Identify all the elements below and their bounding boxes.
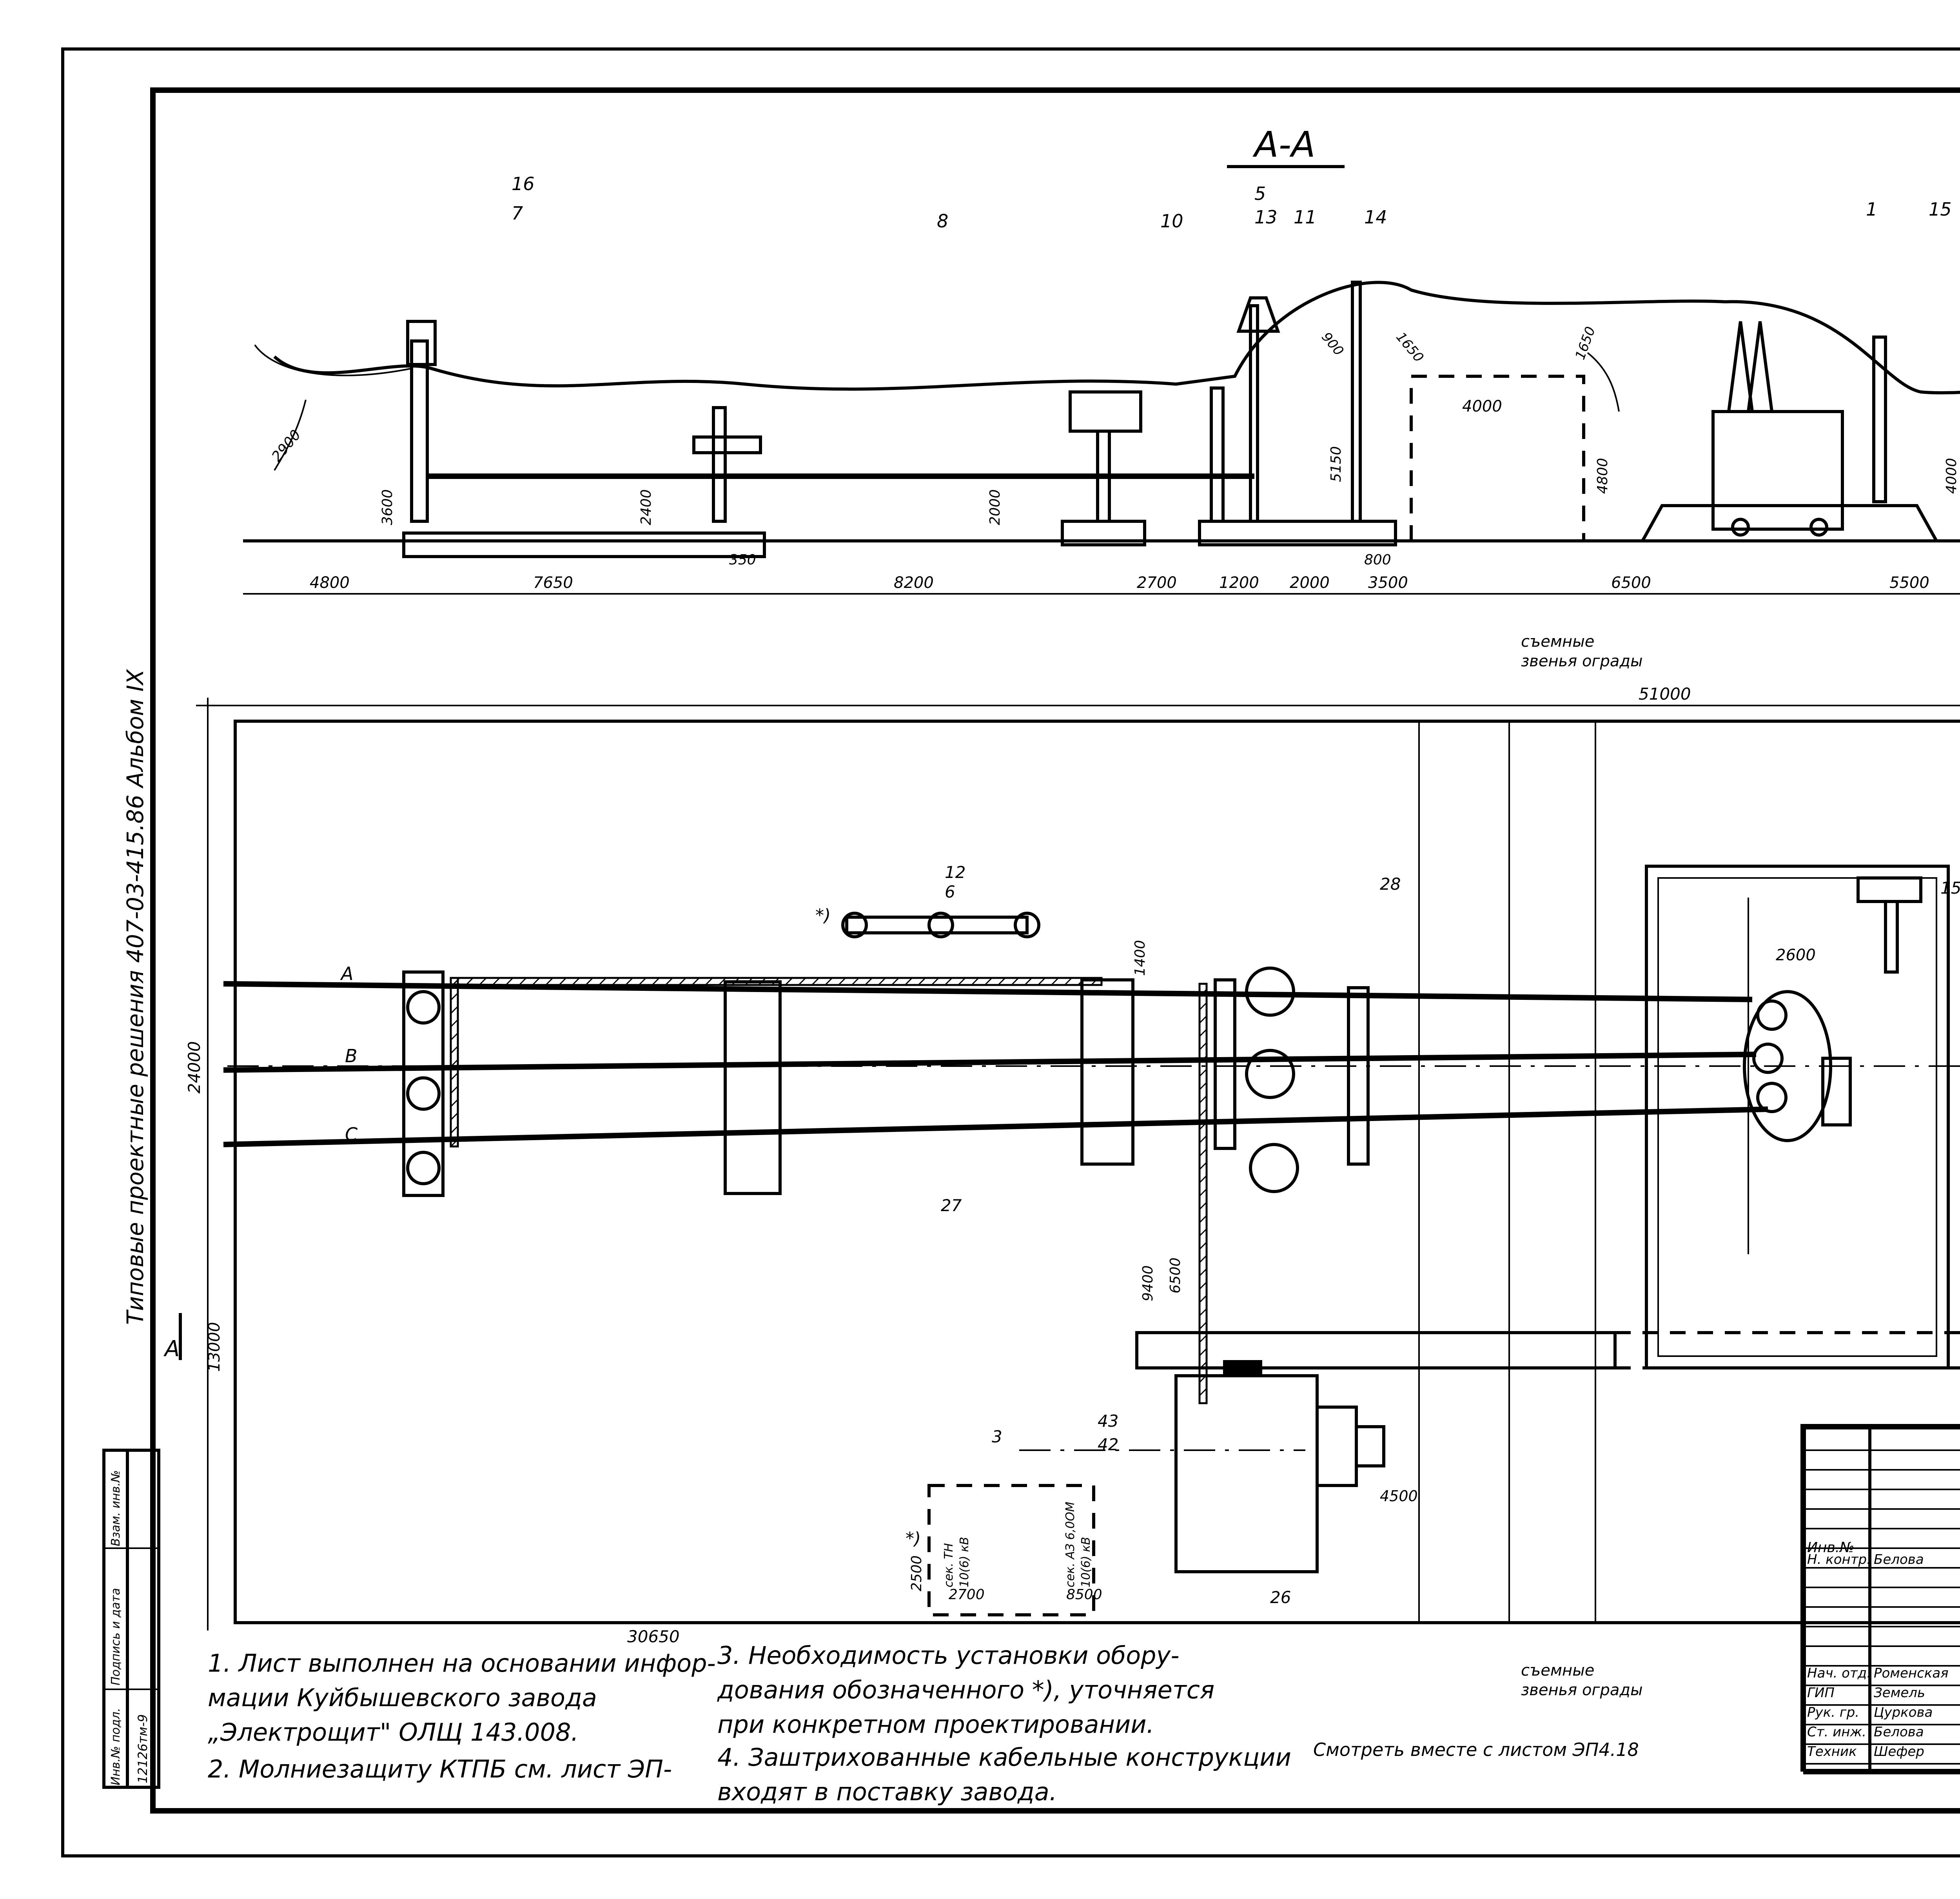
side-stamp: Типовые проектные решения 407-03-415.86 … bbox=[122, 669, 149, 1325]
signature-role: Ст. инж. bbox=[1807, 1724, 1866, 1740]
dim-8200: 8200 bbox=[894, 574, 934, 592]
signature-role: Н. контр. bbox=[1807, 1552, 1871, 1567]
note-3: 3. Необходимость установки обору- довани… bbox=[717, 1641, 1215, 1739]
callout-6: 6 bbox=[945, 882, 955, 901]
dim-8500: 8500 bbox=[1066, 1587, 1102, 1603]
callout-11: 11 bbox=[1294, 207, 1317, 228]
dim-1400: 1400 bbox=[1132, 940, 1148, 976]
callout-12: 12 bbox=[945, 863, 965, 882]
side-table: Инв.№ подл. Подпись и дата Взам. инв.№ 1… bbox=[102, 1449, 160, 1789]
radius-1650: 1650 bbox=[1393, 329, 1426, 365]
dim-v-2000: 2000 bbox=[987, 489, 1003, 525]
side-table-header-sign: Подпись и дата bbox=[109, 1588, 123, 1686]
note-4: 4. Заштрихованные кабельные конструкции … bbox=[717, 1743, 1291, 1806]
radius-900: 900 bbox=[1318, 329, 1347, 359]
cell-left-label-1: сек. ТН bbox=[942, 1543, 956, 1587]
fence-label-top-1: съемные bbox=[1521, 633, 1594, 651]
signature-name: Белова bbox=[1874, 1552, 1924, 1567]
signature-role: Рук. гр. bbox=[1807, 1705, 1859, 1720]
section-title: А-А bbox=[1252, 124, 1316, 165]
cell-right-label-2: 10(6) кВ bbox=[1079, 1537, 1093, 1587]
fence-label-bottom-2: звенья ограды bbox=[1521, 1681, 1643, 1699]
dim-v-2400: 2400 bbox=[638, 489, 654, 525]
side-table-header-replace: Взам. инв.№ bbox=[109, 1470, 123, 1546]
cell-left-label-2: 10(6) кВ bbox=[958, 1537, 971, 1587]
phase-label-a: А bbox=[340, 963, 353, 984]
callout-15: 15 bbox=[1929, 199, 1952, 220]
signature-name: Земель bbox=[1874, 1685, 1925, 1701]
signature-name: Роменская bbox=[1874, 1665, 1949, 1681]
signature-name: Белова bbox=[1874, 1724, 1924, 1740]
dim-6500: 6500 bbox=[1167, 1257, 1183, 1293]
callout-15-plan: 15 bbox=[1940, 878, 1960, 898]
signature-role: Нач. отд. bbox=[1807, 1665, 1871, 1681]
callout-13: 13 bbox=[1254, 207, 1278, 228]
star-note-2: *) bbox=[906, 1529, 921, 1549]
fence-label-top-2: звенья ограды bbox=[1521, 652, 1643, 670]
dim-v-3600: 3600 bbox=[379, 489, 396, 525]
cell-right-label-1: сек. АЗ 6,0ОМ bbox=[1063, 1502, 1077, 1587]
dim-7650: 7650 bbox=[533, 574, 573, 592]
phase-label-b: В bbox=[345, 1045, 358, 1066]
title-block: Н. контр.Белова12.05.86Нач. отд.Роменска… bbox=[1800, 1424, 1960, 1774]
dim-2000: 2000 bbox=[1290, 574, 1330, 592]
dim-6500: 6500 bbox=[1611, 574, 1651, 592]
elevation-view bbox=[243, 281, 1960, 595]
side-table-inv-value: 12126тм-9 bbox=[135, 1714, 150, 1783]
star-note-1: *) bbox=[815, 905, 831, 925]
radius-1650-b: 1650 bbox=[1572, 325, 1599, 362]
dim-3500: 3500 bbox=[1368, 574, 1408, 592]
signature-name: Шефер bbox=[1874, 1744, 1924, 1759]
callout-42: 42 bbox=[1098, 1435, 1118, 1454]
callout-16: 16 bbox=[512, 173, 535, 194]
callout-10: 10 bbox=[1160, 210, 1183, 232]
dim-v-4800: 4800 bbox=[1595, 458, 1611, 494]
inv-label: Инв.№ bbox=[1807, 1540, 1855, 1556]
side-table-header-inv: Инв.№ подл. bbox=[109, 1708, 123, 1785]
note-2: 2. Молниезащиту КТПБ см. лист ЭП- bbox=[208, 1755, 672, 1783]
dim-v-5150: 5150 bbox=[1328, 446, 1344, 482]
sheet-outer-border bbox=[61, 47, 1960, 1857]
callout-27: 27 bbox=[941, 1196, 962, 1215]
signature-name: Цуркова bbox=[1874, 1705, 1933, 1720]
dim-overall-height: 24000 bbox=[185, 1041, 204, 1094]
section-marker-left: А bbox=[163, 1336, 180, 1362]
note-1: 1. Лист выполнен на основании инфор- мац… bbox=[208, 1649, 716, 1747]
callout-26: 26 bbox=[1270, 1588, 1291, 1607]
dim-v-4000: 4000 bbox=[1944, 458, 1960, 494]
see-also-note: Смотреть вместе с листом ЭП4.18 bbox=[1313, 1739, 1639, 1760]
dim-4000: 4000 bbox=[1462, 397, 1502, 415]
dim-2700: 2700 bbox=[949, 1587, 985, 1603]
radius-2900: 2900 bbox=[269, 427, 304, 465]
dim-4800: 4800 bbox=[310, 574, 350, 592]
callout-28: 28 bbox=[1380, 874, 1401, 894]
fence-label-bottom-1: съемные bbox=[1521, 1661, 1594, 1680]
callout-7: 7 bbox=[512, 203, 523, 224]
elevation-labels: 16 7 8 10 5 13 11 14 1 15 2 25 4800 7650… bbox=[269, 173, 1960, 592]
callout-5: 5 bbox=[1254, 183, 1266, 204]
dim-2500: 2500 bbox=[909, 1555, 925, 1591]
callout-1: 1 bbox=[1866, 199, 1877, 220]
callout-8: 8 bbox=[937, 210, 948, 232]
sheet-frame bbox=[150, 87, 1960, 1814]
plan-view bbox=[196, 698, 1960, 1631]
dim-4500: 4500 bbox=[1380, 1487, 1418, 1505]
dim-overall-width: 51000 bbox=[1639, 684, 1691, 704]
signature-role: ГИП bbox=[1807, 1685, 1835, 1701]
dim-9400: 9400 bbox=[1140, 1265, 1156, 1301]
dim-350: 350 bbox=[729, 552, 756, 568]
plan-labels: А В С съемные звенья ограды съемные звен… bbox=[185, 633, 1960, 1699]
dim-2600: 2600 bbox=[1776, 946, 1816, 964]
dim-30650: 30650 bbox=[627, 1627, 680, 1646]
dim-2700: 2700 bbox=[1137, 574, 1177, 592]
dim-13000: 13000 bbox=[205, 1322, 223, 1372]
signature-role: Техник bbox=[1807, 1744, 1857, 1759]
callout-3: 3 bbox=[992, 1427, 1002, 1446]
callout-43: 43 bbox=[1098, 1411, 1118, 1431]
phase-label-c: С bbox=[345, 1124, 358, 1145]
dim-800: 800 bbox=[1364, 552, 1391, 568]
dim-1200: 1200 bbox=[1219, 574, 1259, 592]
dim-5500: 5500 bbox=[1889, 574, 1929, 592]
callout-14: 14 bbox=[1364, 207, 1387, 228]
